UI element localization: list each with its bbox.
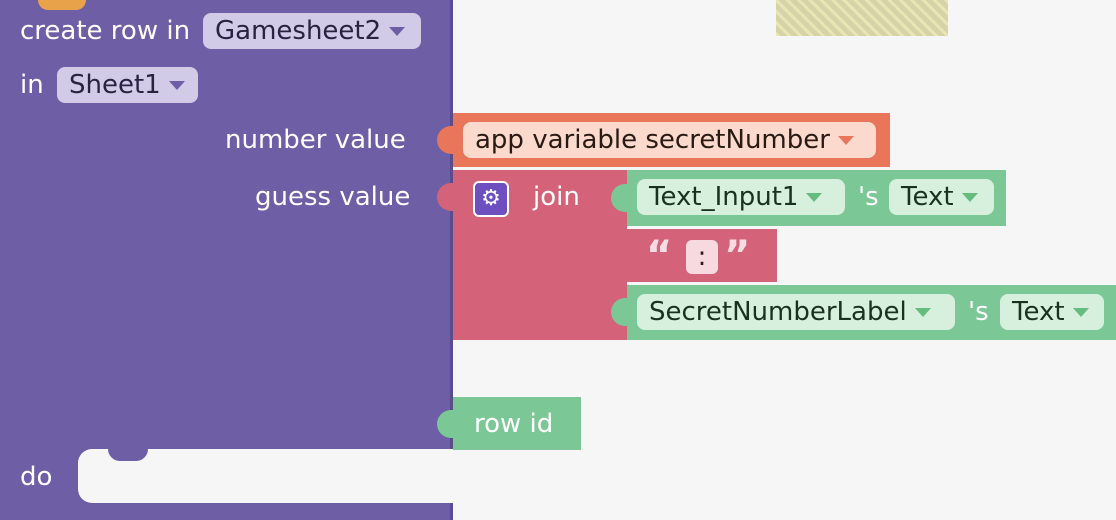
input-connector: [611, 298, 631, 326]
do-slot-notch: [108, 449, 148, 461]
text-input-component-name: Text_Input1: [649, 182, 799, 212]
spreadsheet-value: Gamesheet2: [215, 16, 382, 46]
secret-label-property-name: Text: [1012, 297, 1065, 327]
input-connector: [437, 410, 457, 438]
row-id-block[interactable]: [453, 397, 581, 450]
text-literal-value: :: [697, 242, 707, 272]
block-shadow-edge: [450, 0, 453, 520]
sheet-dropdown[interactable]: Sheet1: [57, 67, 198, 103]
secret-label-component-name: SecretNumberLabel: [649, 297, 907, 327]
possessive-label: 's: [968, 297, 989, 327]
top-previous-connector: [38, 0, 86, 10]
app-variable-dropdown[interactable]: app variable secretNumber: [463, 122, 876, 158]
text-input-property-name: Text: [901, 182, 954, 212]
secret-label-component-dropdown[interactable]: SecretNumberLabel: [637, 294, 955, 330]
chevron-down-icon: [961, 192, 978, 202]
chevron-down-icon: [1072, 307, 1089, 317]
close-quote-icon: ”: [724, 233, 751, 279]
create-row-label: create row in: [20, 16, 191, 46]
sheet-value: Sheet1: [69, 70, 161, 100]
text-input-property-dropdown[interactable]: Text: [889, 179, 994, 215]
do-label: do: [20, 462, 53, 492]
gear-icon: ⚙: [481, 186, 501, 211]
hatched-background-patch: [776, 0, 948, 36]
spreadsheet-dropdown[interactable]: Gamesheet2: [203, 13, 421, 49]
input-connector: [611, 184, 631, 212]
chevron-down-icon: [837, 135, 854, 145]
number-value-label: number value: [225, 125, 406, 155]
chevron-down-icon: [168, 80, 185, 90]
input-connector: [437, 183, 457, 211]
chevron-down-icon: [389, 26, 406, 36]
secret-label-property-dropdown[interactable]: Text: [1000, 294, 1104, 330]
chevron-down-icon: [914, 307, 931, 317]
text-input-component-dropdown[interactable]: Text_Input1: [637, 179, 845, 215]
in-label: in: [20, 70, 44, 100]
row-id-label: row id: [474, 409, 554, 439]
chevron-down-icon: [806, 192, 823, 202]
input-connector: [611, 241, 631, 269]
input-connector: [437, 126, 457, 154]
app-variable-name: app variable secretNumber: [475, 125, 830, 155]
guess-value-label: guess value: [255, 182, 411, 212]
open-quote-icon: “: [646, 233, 673, 279]
join-settings-button[interactable]: ⚙: [473, 181, 509, 217]
text-literal-field[interactable]: :: [686, 240, 718, 274]
possessive-label: 's: [858, 182, 879, 212]
join-label: join: [533, 182, 580, 212]
